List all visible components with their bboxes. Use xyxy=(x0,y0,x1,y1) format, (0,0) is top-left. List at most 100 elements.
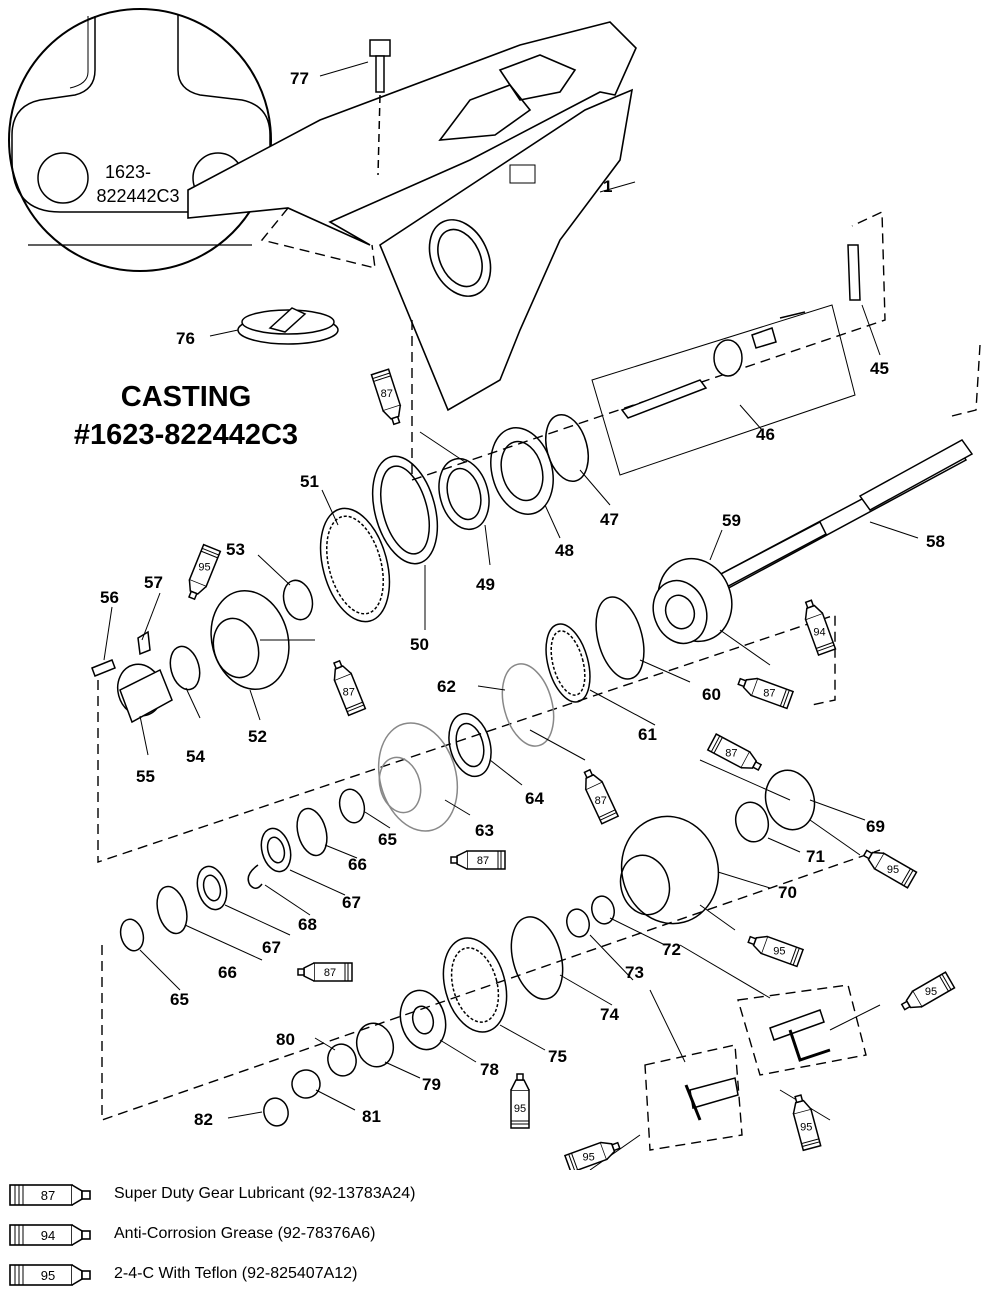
svg-text:87: 87 xyxy=(324,967,336,979)
exploded-parts-diagram: 1623- 822442C3 xyxy=(8,8,981,1170)
legend-row-94: 94 Anti-Corrosion Grease (92-78376A6) xyxy=(8,1218,528,1258)
legend-text-87: Super Duty Gear Lubricant (92-13783A24) xyxy=(114,1185,416,1202)
label-60: 60 xyxy=(702,685,721,704)
tube-95-e: 95 xyxy=(510,1073,530,1129)
svg-text:87: 87 xyxy=(477,855,489,867)
label-52: 52 xyxy=(248,727,267,746)
label-67a: 67 xyxy=(342,893,361,912)
tube-95-c: 95 xyxy=(745,930,804,968)
svg-text:94: 94 xyxy=(41,1228,55,1243)
legend-row-95: 95 2-4-C With Teflon (92-825407A12) xyxy=(8,1258,528,1298)
label-66b: 66 xyxy=(218,963,237,982)
label-67b: 67 xyxy=(262,938,281,957)
label-1: 1 xyxy=(603,177,612,196)
label-80: 80 xyxy=(276,1030,295,1049)
svg-text:95: 95 xyxy=(773,945,785,957)
casting-title-line1: CASTING xyxy=(120,381,252,413)
inset-text-line2: 822442C3 xyxy=(96,186,179,206)
bolt-77 xyxy=(369,39,391,176)
svg-text:95: 95 xyxy=(800,1122,812,1134)
svg-text:95: 95 xyxy=(887,864,899,876)
tube-87-c: 87 xyxy=(735,672,794,710)
label-54: 54 xyxy=(186,747,205,766)
label-76: 76 xyxy=(176,329,195,348)
label-62: 62 xyxy=(437,677,456,696)
dashed-assembly-lines xyxy=(97,207,981,1151)
casting-title: CASTING #1623-822442C3 xyxy=(36,378,336,454)
pinion-gear-59 xyxy=(652,557,733,645)
tube-icon: 94 xyxy=(9,1224,91,1246)
legend-text-94: Anti-Corrosion Grease (92-78376A6) xyxy=(114,1225,376,1242)
part-number-labels: 1 45 46 47 48 49 50 51 52 53 54 55 56 57… xyxy=(100,69,945,1129)
tube-95-b: 95 xyxy=(859,844,918,889)
svg-text:87: 87 xyxy=(343,687,355,699)
tube-95-d: 95 xyxy=(897,971,956,1016)
label-71: 71 xyxy=(806,847,825,866)
label-46: 46 xyxy=(756,425,775,444)
label-74: 74 xyxy=(600,1005,619,1024)
label-72: 72 xyxy=(662,940,681,959)
label-64: 64 xyxy=(525,789,544,808)
bearing-components xyxy=(116,414,816,1127)
tube-95-a: 95 xyxy=(182,543,222,603)
svg-text:94: 94 xyxy=(813,626,825,638)
legend-row-87: 87 Super Duty Gear Lubricant (92-13783A2… xyxy=(8,1178,528,1218)
tube-87-b: 87 xyxy=(327,657,367,717)
label-82: 82 xyxy=(194,1110,213,1129)
tube-87-e: 87 xyxy=(578,766,619,825)
detail-gears xyxy=(684,1009,831,1121)
tube-icon: 95 xyxy=(9,1264,91,1286)
label-53: 53 xyxy=(226,540,245,559)
label-66a: 66 xyxy=(348,855,367,874)
tube-95-g: 95 xyxy=(564,1136,623,1170)
svg-text:95: 95 xyxy=(925,986,937,998)
label-81: 81 xyxy=(362,1107,381,1126)
casting-inset: 1623- 822442C3 xyxy=(8,8,272,272)
tube-87-a: 87 xyxy=(370,368,406,427)
label-77: 77 xyxy=(290,69,309,88)
svg-text:95: 95 xyxy=(198,562,210,574)
tube-87-f: 87 xyxy=(450,850,506,870)
svg-text:87: 87 xyxy=(595,795,607,807)
svg-text:95: 95 xyxy=(514,1103,526,1115)
svg-text:87: 87 xyxy=(763,687,775,699)
tube-87-g: 87 xyxy=(297,962,353,982)
label-75: 75 xyxy=(548,1047,567,1066)
label-61: 61 xyxy=(638,725,657,744)
label-73: 73 xyxy=(625,963,644,982)
tube-94: 94 xyxy=(799,597,837,656)
label-57: 57 xyxy=(144,573,163,592)
label-48: 48 xyxy=(555,541,574,560)
tube-87-d: 87 xyxy=(707,733,765,777)
label-65b: 65 xyxy=(170,990,189,1009)
label-51: 51 xyxy=(300,472,319,491)
label-70: 70 xyxy=(778,883,797,902)
label-65a: 65 xyxy=(378,830,397,849)
label-63: 63 xyxy=(475,821,494,840)
label-50: 50 xyxy=(410,635,429,654)
anode-76 xyxy=(237,307,339,345)
gear-housing xyxy=(187,21,637,412)
tube-icon: 87 xyxy=(9,1184,91,1206)
label-45: 45 xyxy=(870,359,889,378)
label-55: 55 xyxy=(136,767,155,786)
label-58: 58 xyxy=(926,532,945,551)
svg-text:95: 95 xyxy=(583,1151,595,1163)
tube-95-f: 95 xyxy=(788,1092,822,1152)
svg-text:87: 87 xyxy=(41,1188,55,1203)
label-78: 78 xyxy=(480,1060,499,1079)
label-49: 49 xyxy=(476,575,495,594)
label-79: 79 xyxy=(422,1075,441,1094)
shift-components xyxy=(591,244,861,476)
svg-text:87: 87 xyxy=(381,388,393,400)
label-47: 47 xyxy=(600,510,619,529)
label-56: 56 xyxy=(100,588,119,607)
inset-text-line1: 1623- xyxy=(105,162,151,182)
label-68: 68 xyxy=(298,915,317,934)
casting-title-line2: #1623-822442C3 xyxy=(73,419,299,451)
svg-text:95: 95 xyxy=(41,1268,55,1283)
svg-text:87: 87 xyxy=(725,747,737,759)
clutch-components xyxy=(91,630,173,724)
leader-lines xyxy=(103,61,919,1170)
lubricant-legend: 87 Super Duty Gear Lubricant (92-13783A2… xyxy=(8,1178,528,1298)
